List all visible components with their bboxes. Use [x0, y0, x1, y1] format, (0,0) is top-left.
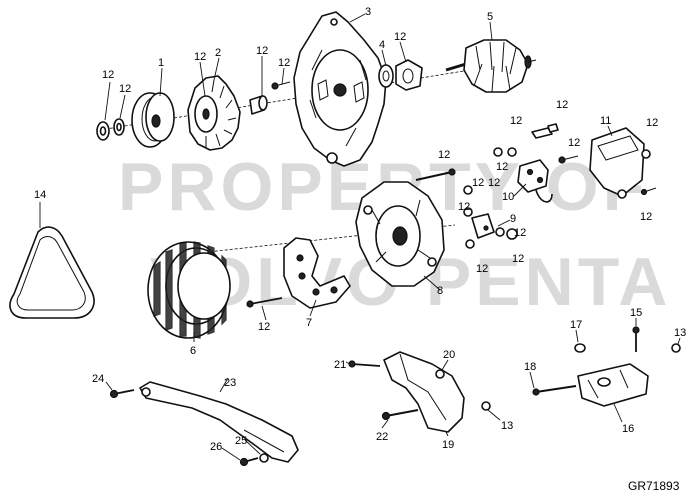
callout-4: 4 [379, 39, 385, 51]
strap-screws [109, 389, 269, 467]
callout-12: 12 [514, 227, 526, 239]
callout-12: 12 [438, 149, 450, 161]
callout-21: 21 [334, 359, 346, 371]
callout-12: 12 [256, 45, 268, 57]
callout-12: 12 [476, 263, 488, 275]
rectifier-diode-plate [246, 237, 351, 309]
callout-10: 10 [502, 191, 514, 203]
callout-7: 7 [306, 317, 312, 329]
callout-12: 12 [394, 31, 406, 43]
drive-belt [9, 226, 95, 319]
callout-20: 20 [443, 349, 455, 361]
callout-12: 12 [496, 161, 508, 173]
callout-6: 6 [190, 345, 196, 357]
housing-screw [271, 81, 291, 90]
callout-13-upper: 13 [674, 327, 686, 339]
washer-set [96, 118, 125, 141]
voltage-regulator [589, 127, 657, 199]
callout-leaders [39, 13, 681, 461]
callout-13-lower: 13 [501, 420, 513, 432]
callout-12: 12 [510, 115, 522, 127]
callout-9: 9 [510, 213, 516, 225]
callout-14: 14 [34, 189, 46, 201]
callout-12: 12 [646, 117, 658, 129]
callout-12: 12 [278, 57, 290, 69]
fan [187, 75, 241, 151]
small-hardware [463, 123, 579, 249]
callout-3: 3 [365, 6, 371, 18]
callout-12: 12 [258, 321, 270, 333]
callout-22: 22 [376, 431, 388, 443]
callout-25: 25 [235, 435, 247, 447]
callout-15: 15 [630, 307, 642, 319]
pulley [131, 92, 175, 148]
through-bolt [415, 168, 456, 181]
callout-17: 17 [570, 319, 582, 331]
stator [147, 241, 231, 339]
callout-1: 1 [158, 57, 164, 69]
rotor [445, 39, 537, 93]
adjuster-strap [139, 381, 299, 463]
callout-12: 12 [102, 69, 114, 81]
support-bracket [532, 326, 681, 407]
callout-18: 18 [524, 361, 536, 373]
callout-8: 8 [437, 285, 443, 297]
callout-12: 12 [556, 99, 568, 111]
callout-26: 26 [210, 441, 222, 453]
drawing-reference: GR71893 [628, 479, 680, 493]
callout-12: 12 [568, 137, 580, 149]
callout-12: 12 [512, 253, 524, 265]
bearing-retainer-plate [395, 59, 423, 91]
callout-12: 12 [472, 177, 484, 189]
callout-11: 11 [600, 115, 611, 127]
callout-5: 5 [487, 11, 493, 23]
callout-12: 12 [119, 83, 131, 95]
callout-23: 23 [224, 377, 236, 389]
callout-12: 12 [458, 201, 470, 213]
callout-12: 12 [640, 211, 652, 223]
mounting-bracket [348, 351, 491, 433]
callout-labels: 1 2 3 4 5 6 7 8 9 10 11 13 13 14 15 16 1… [34, 6, 686, 453]
callout-12: 12 [488, 177, 500, 189]
rear-housing [355, 181, 445, 287]
spacer-sleeve [249, 95, 268, 115]
callout-2: 2 [215, 47, 221, 59]
callout-12: 12 [194, 51, 206, 63]
callout-24: 24 [92, 373, 104, 385]
callout-19: 19 [442, 439, 454, 451]
bearing [378, 64, 394, 88]
front-housing [293, 11, 387, 167]
callout-16: 16 [622, 423, 634, 435]
